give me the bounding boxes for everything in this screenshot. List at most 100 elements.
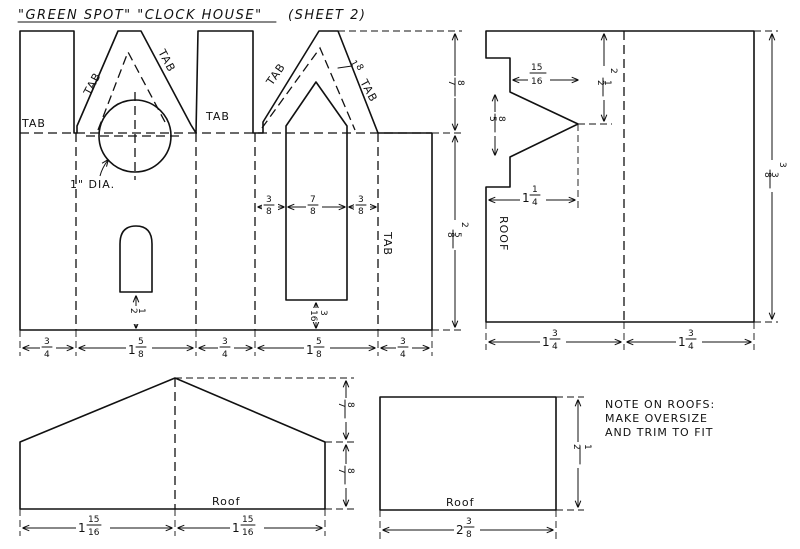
dim-roof-panel-height: 1 2	[556, 396, 592, 511]
svg-text:4: 4	[222, 350, 228, 360]
dim-roof-heights: 7 8 7 8	[175, 377, 356, 510]
svg-text:7: 7	[310, 195, 316, 205]
svg-text:7: 7	[336, 402, 346, 408]
svg-text:5: 5	[316, 337, 322, 347]
svg-text:7: 7	[336, 468, 346, 474]
sheet-title: "GREEN SPOT" "CLOCK HOUSE"	[18, 8, 263, 23]
svg-text:4: 4	[552, 342, 558, 352]
side-wall-outline	[485, 30, 755, 323]
svg-text:8: 8	[455, 80, 465, 86]
svg-text:1: 1	[542, 335, 550, 349]
dim-notch-width: 15 16	[513, 62, 578, 90]
svg-text:1: 1	[678, 335, 686, 349]
dim-door-widths: 3 8 7 8 3 8	[258, 195, 376, 220]
svg-text:8: 8	[445, 232, 455, 238]
svg-text:5: 5	[452, 232, 462, 238]
gable-tab-line-2	[261, 46, 356, 131]
roof-gable-pattern: Roof 7 8 7 8 1 15 16	[19, 377, 356, 540]
dim-gable-height: 7 8	[338, 30, 466, 134]
svg-text:2: 2	[459, 222, 469, 228]
svg-text:8: 8	[345, 402, 355, 408]
svg-text:3: 3	[44, 337, 50, 347]
tab-label-right: TAB	[381, 231, 394, 256]
svg-text:3: 3	[266, 195, 272, 205]
svg-text:3: 3	[688, 329, 694, 339]
svg-text:16: 16	[242, 528, 254, 538]
svg-text:15: 15	[88, 515, 99, 525]
svg-text:1: 1	[582, 444, 592, 450]
tab-label-gable1: TAB	[81, 70, 104, 98]
roof-panel-outline	[379, 396, 557, 511]
sheet-number: (SHEET 2)	[288, 8, 366, 23]
dim-bottom-row: 3 4 1 5 8 3 4 1 5 8 3 4	[19, 330, 433, 360]
svg-text:16: 16	[308, 310, 318, 322]
svg-text:8: 8	[358, 207, 364, 217]
side-wall-pattern: ROOF 15 16 1 1 4 5 8	[485, 30, 787, 352]
svg-text:4: 4	[688, 342, 694, 352]
clock-diameter-label: 1" DIA.	[70, 178, 115, 191]
note-line-1: NOTE ON ROOFS:	[605, 398, 715, 411]
svg-text:1: 1	[532, 185, 538, 195]
svg-text:15: 15	[242, 515, 253, 525]
svg-text:2: 2	[456, 523, 464, 537]
svg-text:3: 3	[400, 337, 406, 347]
tab-label-gable2: TAB	[155, 46, 178, 74]
svg-text:2: 2	[128, 308, 138, 314]
dim-notch-depth: 1 1 4	[489, 124, 579, 210]
svg-text:8: 8	[466, 530, 472, 540]
dim-side-widths: 1 3 4 1 3 4	[485, 322, 755, 352]
gable-tab-line-1	[97, 50, 166, 131]
svg-text:3: 3	[552, 329, 558, 339]
roof-label-panel: Roof	[446, 496, 475, 509]
svg-text:8: 8	[138, 350, 144, 360]
svg-text:1: 1	[306, 343, 314, 357]
svg-text:8: 8	[345, 468, 355, 474]
svg-text:2: 2	[571, 444, 581, 450]
svg-text:8: 8	[266, 207, 272, 217]
svg-text:1: 1	[232, 521, 240, 535]
svg-text:1: 1	[347, 59, 359, 69]
dim-notch-offset: 2 1 2	[578, 34, 618, 125]
svg-text:4: 4	[400, 350, 406, 360]
note-line-2: MAKE OVERSIZE	[605, 412, 708, 425]
svg-text:1: 1	[128, 343, 136, 357]
front-wall-pattern: 1" DIA. TAB TAB TAB TAB TAB TAB TAB 1 8 …	[19, 30, 469, 360]
svg-text:2: 2	[595, 80, 605, 86]
svg-text:5: 5	[487, 116, 497, 122]
dim-roof-gable-widths: 1 15 16 1 15 16	[19, 509, 326, 540]
note-line-3: AND TRIM TO FIT	[605, 426, 713, 439]
arched-window	[119, 225, 153, 293]
svg-text:3: 3	[318, 310, 328, 316]
svg-text:1: 1	[602, 80, 612, 86]
svg-text:2: 2	[608, 68, 618, 74]
tab-label-gable3: TAB	[263, 61, 288, 89]
svg-text:16: 16	[531, 77, 543, 87]
roof-note: NOTE ON ROOFS: MAKE OVERSIZE AND TRIM TO…	[605, 398, 715, 439]
dim-door-sill: 3 16	[306, 303, 328, 328]
svg-text:3: 3	[769, 172, 779, 178]
svg-text:4: 4	[44, 350, 50, 360]
tab-label-left: TAB	[21, 117, 46, 130]
svg-text:1: 1	[78, 521, 86, 535]
roof-label-gable: Roof	[212, 495, 241, 508]
roof-gable-outline	[19, 377, 326, 510]
dia-arrow	[99, 160, 108, 177]
svg-text:8: 8	[316, 350, 322, 360]
gothic-window	[285, 81, 348, 301]
svg-text:7: 7	[446, 80, 456, 86]
svg-text:15: 15	[531, 63, 542, 73]
svg-text:5: 5	[138, 337, 144, 347]
tab-label-mid: TAB	[205, 110, 230, 123]
svg-text:8: 8	[496, 116, 506, 122]
dim-notch-height: 5 8	[487, 95, 506, 155]
svg-text:16: 16	[88, 528, 100, 538]
svg-text:3: 3	[777, 162, 787, 168]
svg-text:1: 1	[522, 191, 530, 205]
roof-label-side: ROOF	[497, 216, 510, 251]
dim-one-eighth-gable: 1 8	[337, 59, 365, 73]
svg-text:3: 3	[358, 195, 364, 205]
svg-text:3: 3	[466, 517, 472, 527]
dim-window-sill: 1 2	[128, 296, 146, 328]
svg-text:3: 3	[222, 337, 228, 347]
